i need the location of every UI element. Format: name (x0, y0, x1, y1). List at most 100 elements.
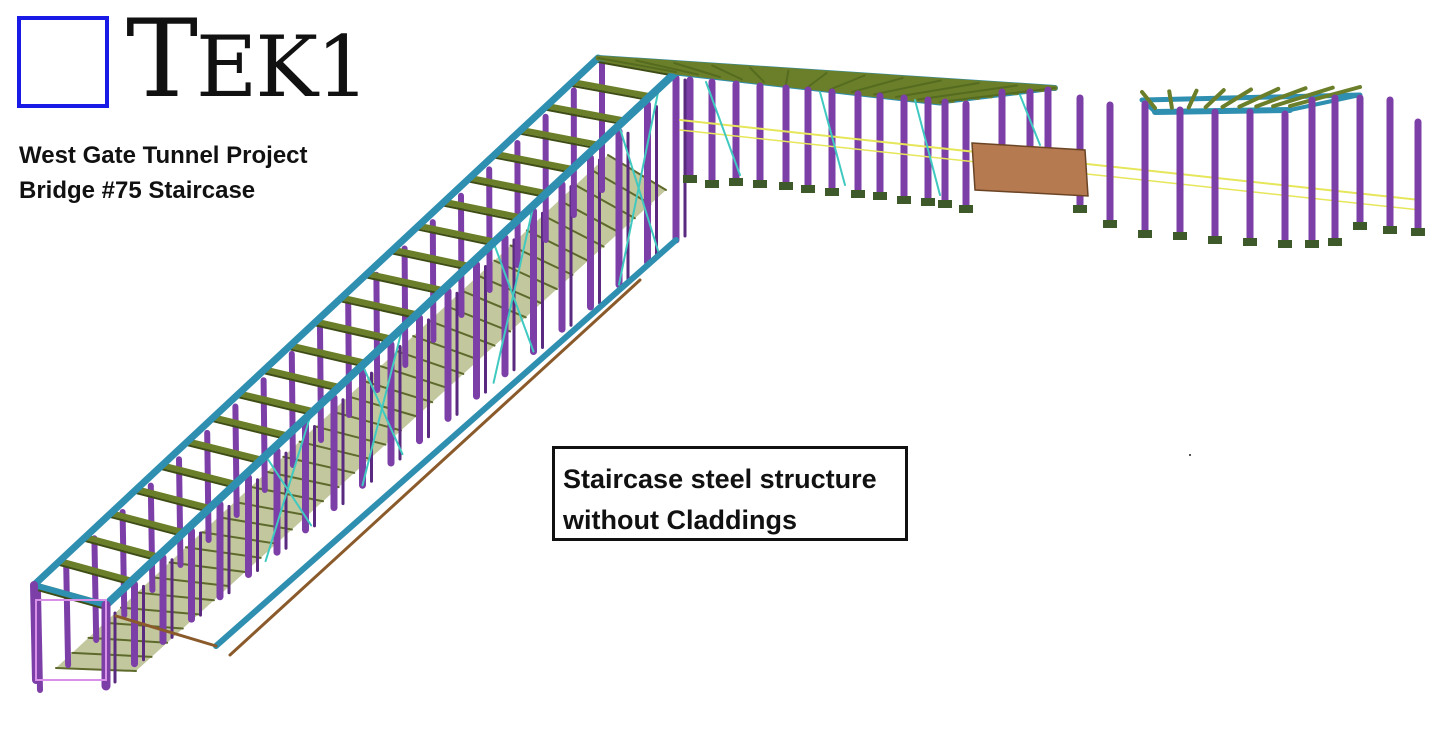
roof-beam-edge (340, 300, 418, 320)
column-base (897, 196, 911, 204)
back-column (429, 219, 437, 343)
column-base (1353, 222, 1367, 230)
landing-joist (597, 57, 677, 73)
roof-beam (56, 558, 135, 584)
roof-beam (338, 294, 420, 318)
stair-tread (525, 229, 590, 262)
roof-beam (543, 102, 628, 124)
column-base (1411, 228, 1425, 236)
roof-beam-edge (494, 156, 574, 174)
column-base (1328, 238, 1342, 246)
landing-joist (807, 72, 828, 88)
roof-beam (313, 318, 394, 342)
caption-box: Staircase steel structure without Claddi… (552, 446, 908, 541)
column-base (921, 198, 935, 206)
stair-roof-beams (31, 55, 679, 610)
bottom-end-beam (31, 582, 109, 608)
roof-beam-edge (597, 61, 677, 77)
column-base (851, 190, 865, 198)
column-base (683, 175, 697, 183)
landing-joist (851, 77, 904, 93)
end-beam (1237, 86, 1281, 109)
roof-beam (159, 462, 239, 487)
landing-brace (705, 81, 741, 176)
roof-beam (441, 198, 524, 221)
landing-brace (1019, 94, 1041, 146)
column-base (825, 188, 839, 196)
roof-beam-edge (366, 276, 444, 296)
cross-brace (618, 86, 660, 286)
column-base (1138, 230, 1152, 238)
landing-joist (939, 87, 1056, 103)
end-rail (1288, 93, 1362, 112)
company-logo: TEK1 (126, 0, 370, 127)
roof-beam (133, 486, 213, 512)
column-base (959, 205, 973, 213)
end-rail (1152, 107, 1293, 115)
end-beam (1167, 89, 1174, 110)
landing-joist (749, 67, 765, 83)
roof-beam (82, 534, 161, 560)
cross-brace (264, 412, 313, 563)
landing-brace (819, 91, 846, 186)
roof-beam-edge (468, 180, 548, 199)
base-bracket (35, 599, 107, 681)
stair-tread (71, 651, 153, 658)
roof-beam-edge (212, 420, 289, 441)
end-beam (1186, 88, 1199, 110)
column-base (1103, 220, 1117, 228)
end-beam (1254, 86, 1308, 109)
roof-beam-edge (238, 396, 315, 417)
column-base (1173, 232, 1187, 240)
speck (1189, 454, 1191, 456)
roof-beam (210, 414, 291, 439)
landing-joist (917, 84, 1018, 101)
column-base (705, 180, 719, 188)
stair-frame (30, 54, 680, 691)
back-column (147, 482, 156, 593)
landing-joist (829, 74, 866, 91)
cross-brace (492, 204, 535, 384)
roof-beam-edge (315, 324, 392, 344)
stair-tread (428, 319, 496, 347)
stringer (114, 614, 218, 648)
cross-brace (361, 326, 404, 487)
column-base (938, 200, 952, 208)
back-column (63, 561, 72, 668)
column-base (1073, 205, 1087, 213)
roof-beam (569, 78, 654, 100)
roof-beam-edge (135, 492, 211, 514)
roof-beam (184, 438, 265, 463)
roof-beam (236, 390, 317, 415)
project-line-2: Bridge #75 Staircase (19, 177, 256, 204)
column-base (1208, 236, 1222, 244)
roof-beam-edge (571, 84, 652, 102)
stringer (228, 278, 642, 657)
caption-line-2: without Claddings (563, 505, 797, 535)
back-column (119, 508, 128, 618)
end-frame-structure (1138, 85, 1425, 248)
column-base (1383, 226, 1397, 234)
back-column (91, 535, 100, 643)
back-column (401, 245, 409, 368)
roof-beam-edge (186, 444, 263, 465)
roof-beam (518, 126, 602, 148)
roof-beam (261, 366, 343, 390)
roof-beam (492, 150, 576, 172)
end-beam (1271, 85, 1335, 109)
logo-initial: T (126, 0, 198, 122)
roof-beam (466, 174, 550, 197)
landing-joist (635, 59, 699, 76)
column-base (1278, 240, 1292, 248)
roof-beam-edge (84, 540, 159, 562)
back-column (458, 192, 465, 318)
roof-beam (364, 270, 446, 294)
landing-joist (711, 64, 743, 81)
landing-joist (785, 69, 790, 86)
roof-beam-edge (417, 228, 496, 247)
landing-brace (914, 99, 941, 196)
roof-beam-edge (391, 252, 470, 271)
cladding-panel (971, 142, 1089, 197)
roof-beam (415, 222, 498, 245)
walkway-columns (679, 76, 1421, 228)
